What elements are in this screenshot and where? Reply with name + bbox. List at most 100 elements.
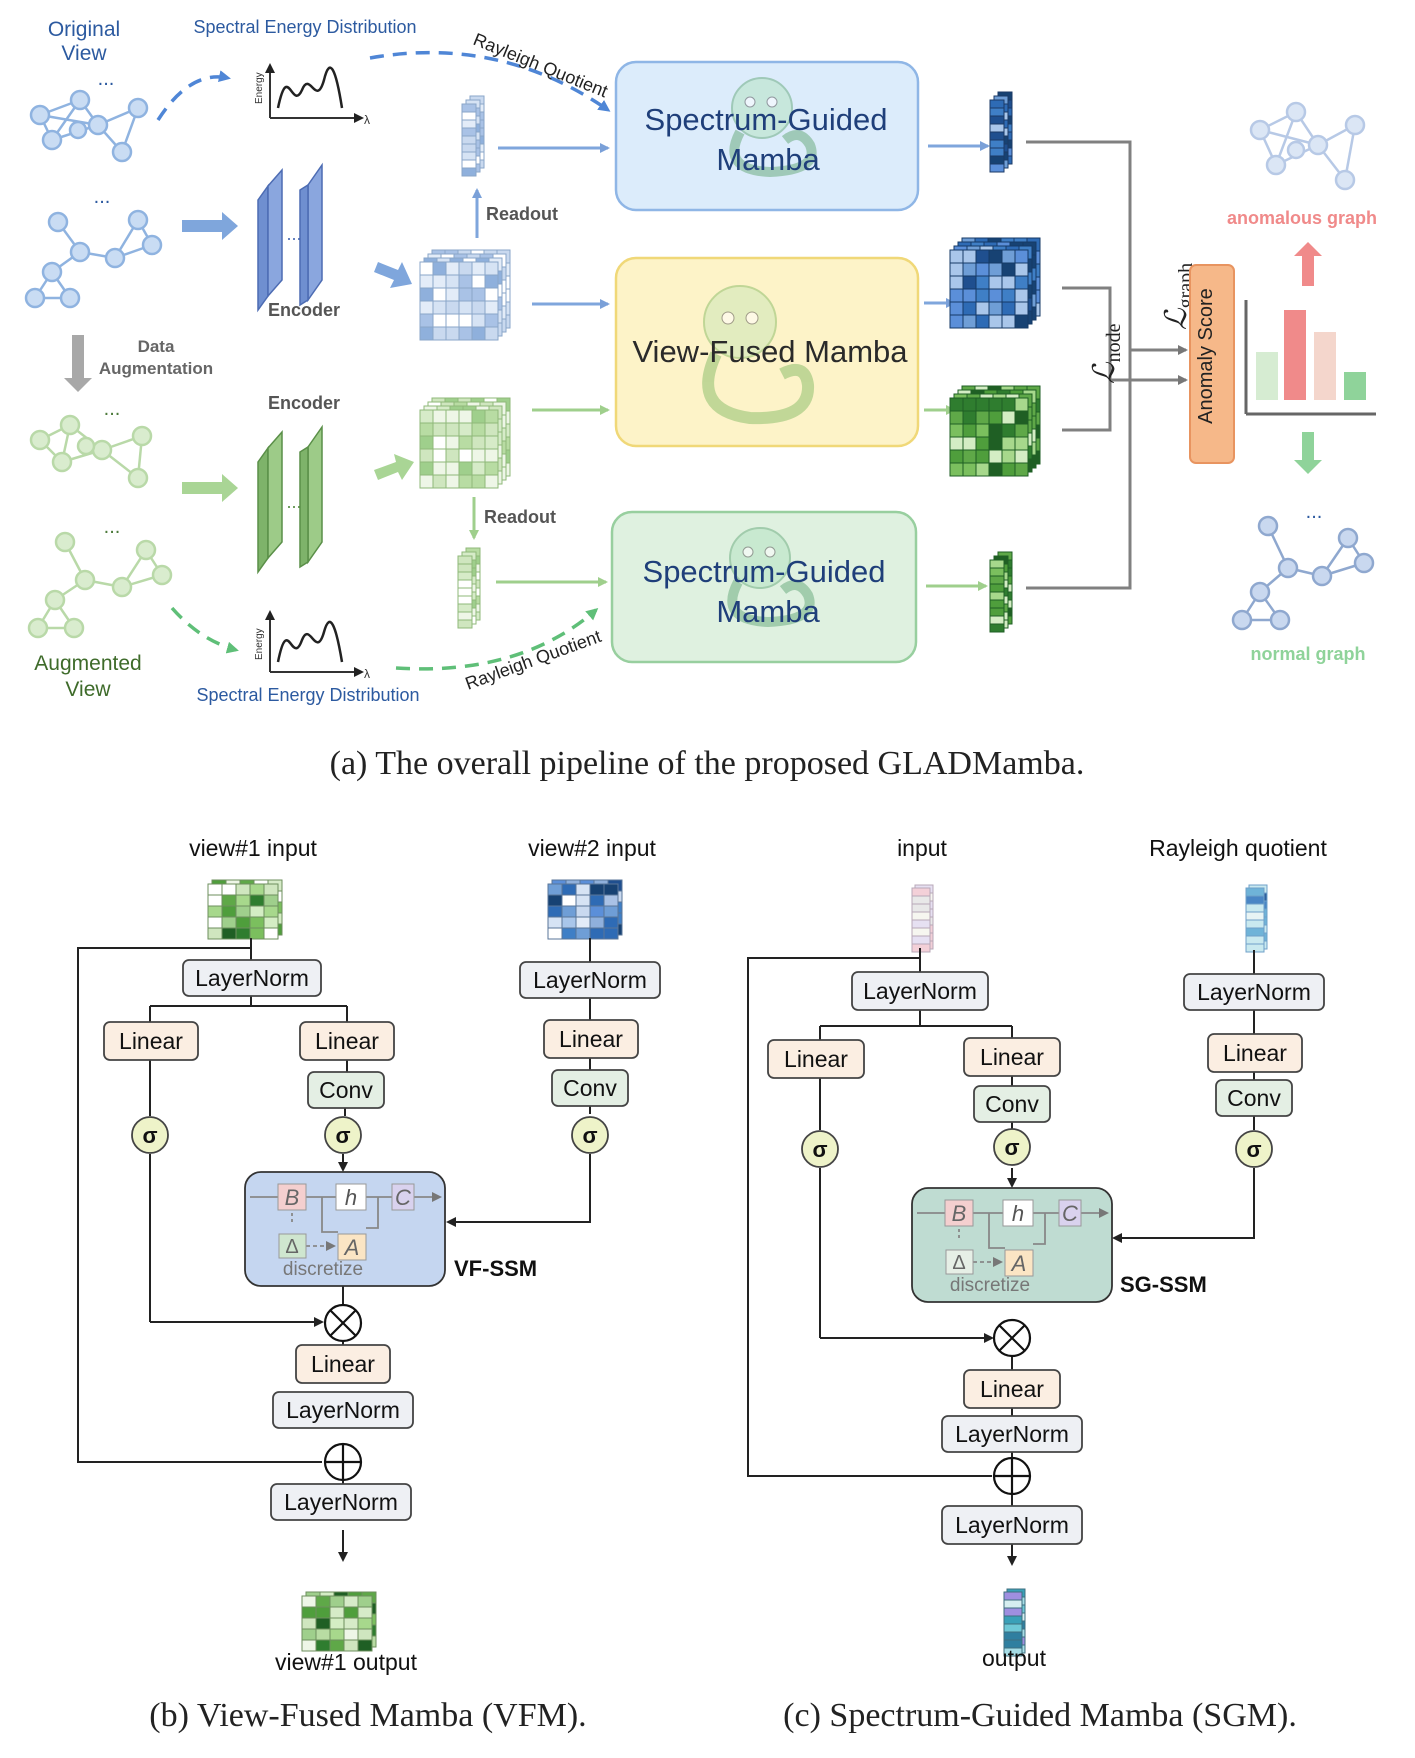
snake-icon-vfm <box>702 285 815 425</box>
output-node-embeddings-green <box>949 385 1041 477</box>
tensor-cell <box>301 1606 317 1619</box>
tensor-cell <box>235 883 251 896</box>
tensor-cell <box>1014 288 1029 303</box>
sg-ssm-discretize-label: discretize <box>950 1275 1030 1296</box>
tensor-cell <box>989 131 1005 141</box>
vfm-sigma-mid <box>324 1116 362 1154</box>
vfm-output-label: view#1 output <box>275 1649 418 1675</box>
tensor-cell <box>989 115 1005 125</box>
tensor-cell <box>989 623 1005 633</box>
tensor-cell <box>235 927 251 940</box>
tensor-cell <box>949 462 964 477</box>
tensor-cell <box>461 159 477 169</box>
caption-b: (b) View-Fused Mamba (VFM). <box>149 1697 586 1734</box>
tensor-cell <box>207 905 223 918</box>
tensor-cell <box>445 422 460 437</box>
tensor-cell <box>445 326 460 341</box>
sgm-bottom-label-2: Mamba <box>716 594 820 629</box>
vfm-linear-left <box>103 1021 199 1061</box>
tensor-cell <box>989 155 1005 165</box>
tensor-cell <box>911 935 931 945</box>
tensor-cell <box>263 916 279 929</box>
tensor-cell <box>1003 1623 1023 1633</box>
tensor-cell <box>457 563 473 573</box>
tensor-cell <box>603 905 619 918</box>
tensor-cell <box>457 579 473 589</box>
tensor-cell <box>484 326 499 341</box>
tensor-cell <box>949 314 964 329</box>
tensor-cell <box>949 288 964 303</box>
tensor-cell <box>315 1628 331 1641</box>
tensor-cell <box>989 607 1005 617</box>
tensor-cell <box>561 905 577 918</box>
tensor-cell <box>419 448 434 463</box>
tensor-cell <box>445 287 460 302</box>
readout-label-bottom: Readout <box>484 507 556 527</box>
vfm-linear-out-label: Linear <box>311 1351 375 1377</box>
vfm-sigma-mid-label: σ <box>335 1123 350 1148</box>
sgm-rayleigh-tensor <box>1245 884 1268 953</box>
tensor-cell <box>471 409 486 424</box>
tensor-cell <box>589 927 605 940</box>
graph-ellipsis: ... <box>98 68 115 90</box>
sgm-input-tensor <box>911 884 934 953</box>
sgm-layernorm-1-label: LayerNorm <box>863 978 977 1004</box>
tensor-cell <box>1001 249 1016 264</box>
tensor-cell <box>1245 903 1265 913</box>
original-view-label-2: View <box>61 42 107 65</box>
anomaly-score-label: Anomaly Score <box>1195 288 1217 424</box>
tensor-cell <box>988 314 1003 329</box>
tensor-cell <box>457 611 473 621</box>
tensor-cell <box>471 300 486 315</box>
tensor-cell <box>575 883 591 896</box>
vf-ssm-internals <box>250 1192 442 1251</box>
tensor-cell <box>1003 1591 1023 1601</box>
tensor-cell <box>457 595 473 605</box>
tensor-cell <box>263 894 279 907</box>
sgm-sigma-rq <box>1235 1130 1273 1168</box>
tensor-cell <box>949 423 964 438</box>
tensor-cell <box>1014 410 1029 425</box>
arrow-encoder-to-nodes-green <box>374 454 414 480</box>
tensor-cell <box>988 436 1003 451</box>
lambda-axis-top: λ <box>364 113 370 127</box>
tensor-cell <box>249 916 265 929</box>
tensor-cell <box>484 261 499 276</box>
tensor-cell <box>1003 1615 1023 1625</box>
tensor-cell <box>458 313 473 328</box>
sgm-output-tensor <box>1003 1588 1026 1657</box>
vfm-conv-view2-label: Conv <box>563 1075 617 1101</box>
tensor-cell <box>975 423 990 438</box>
output-graph-embedding-green <box>989 551 1013 633</box>
original-view-label-1: Original <box>48 18 120 41</box>
tensor-cell <box>1014 301 1029 316</box>
tensor-cell <box>235 905 251 918</box>
vfm-layernorm-1-label: LayerNorm <box>195 965 309 991</box>
vfm-sigma-view2-label: σ <box>582 1123 597 1148</box>
tensor-cell <box>221 894 237 907</box>
tensor-cell <box>603 894 619 907</box>
tensor-cell <box>547 905 563 918</box>
graph-ellipsis-4: ... <box>104 516 121 538</box>
augmented-graph-1: ... <box>29 398 153 489</box>
panel-b: view#1 input view#2 input <box>77 835 661 1734</box>
tensor-cell <box>962 423 977 438</box>
sg-ssm-h-label: h <box>1012 1201 1024 1226</box>
vf-ssm-B-box <box>277 1183 307 1211</box>
tensor-cell <box>471 313 486 328</box>
tensor-cell <box>263 905 279 918</box>
tensor-cell <box>457 555 473 565</box>
readout-label-top: Readout <box>486 204 558 224</box>
tensor-cell <box>589 905 605 918</box>
sg-ssm-delta-box <box>945 1249 974 1275</box>
rayleigh-label-top: Rayleigh Quotient <box>471 29 611 101</box>
dashed-arrow-to-spectral-top <box>156 70 231 121</box>
vfm-sigma-view2 <box>571 1116 609 1154</box>
tensor-cell <box>975 449 990 464</box>
vfm-layernorm-view2-label: LayerNorm <box>533 967 647 993</box>
tensor-cell <box>484 287 499 302</box>
tensor-cell <box>989 591 1005 601</box>
vfm-view2-input-tensor <box>547 879 623 940</box>
sg-ssm-A-box <box>1004 1249 1034 1277</box>
tensor-cell <box>988 449 1003 464</box>
